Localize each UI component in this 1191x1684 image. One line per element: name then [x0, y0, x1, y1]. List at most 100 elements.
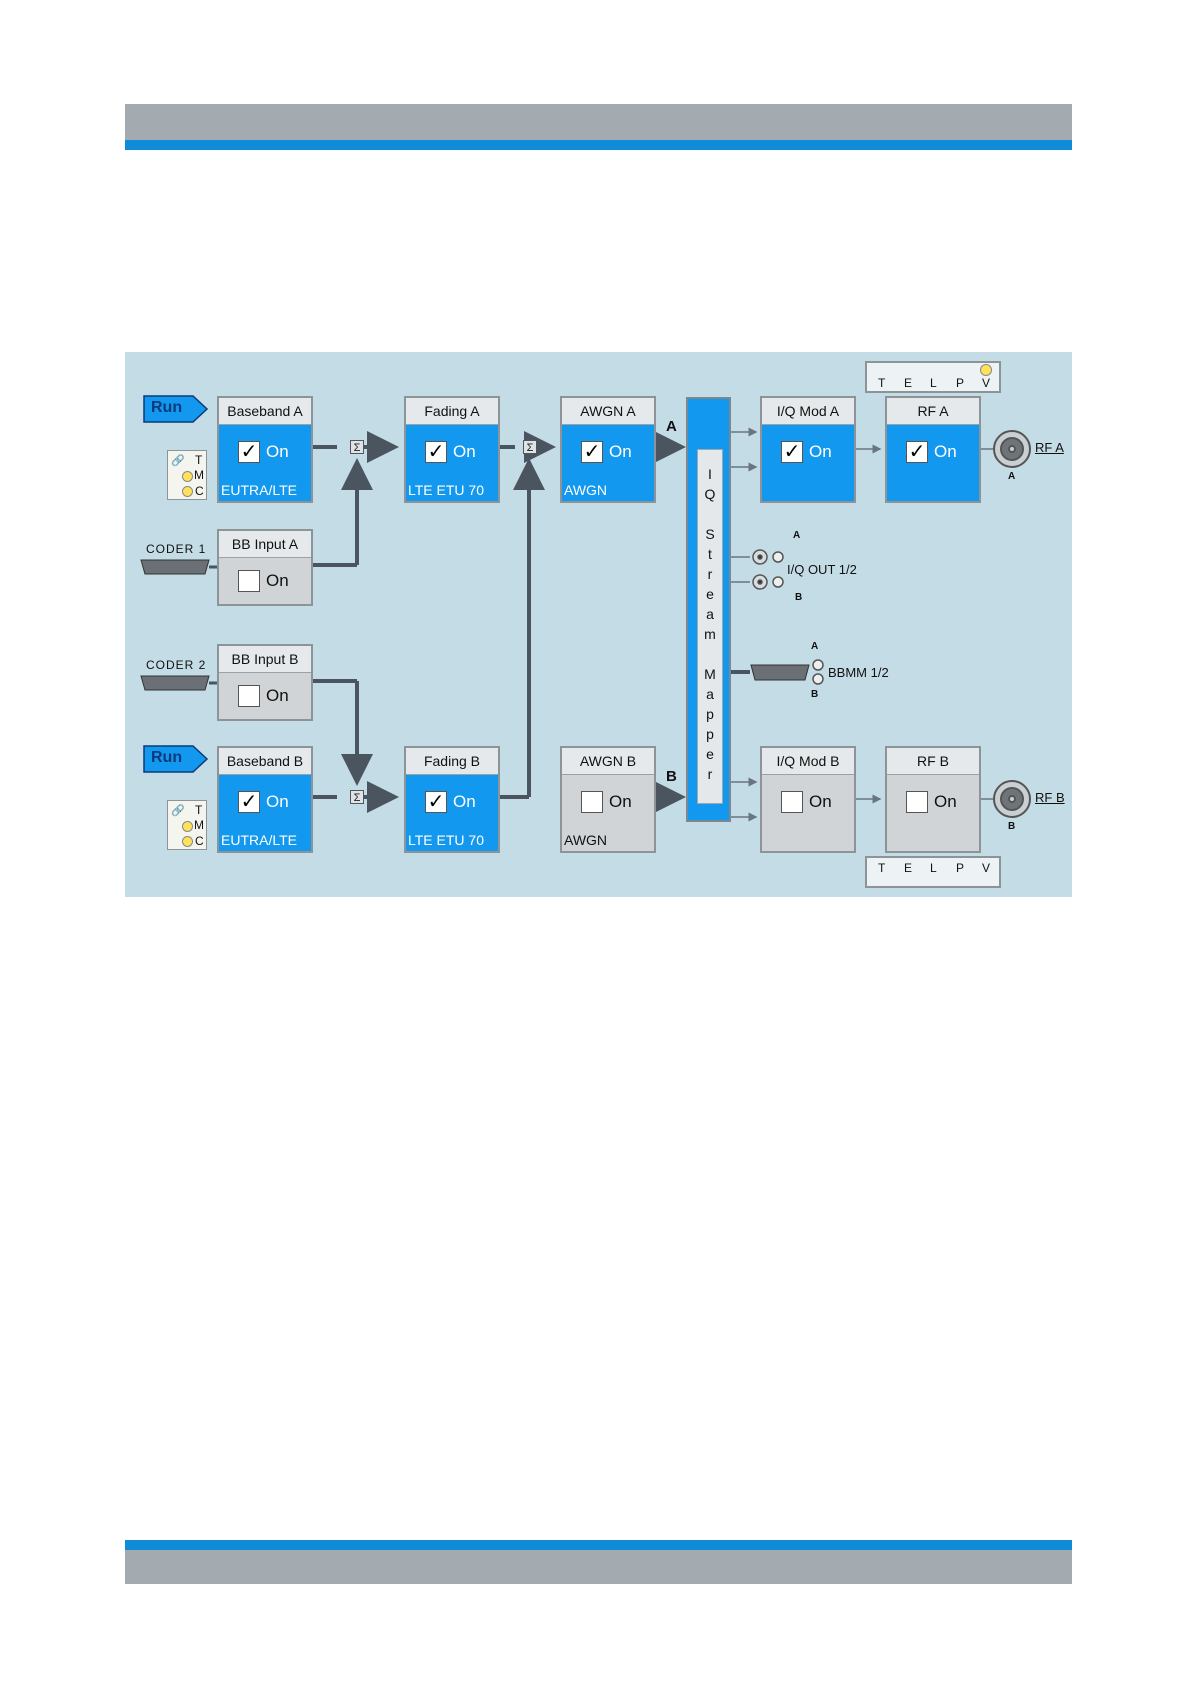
baseband-a-body[interactable]: ✓ On EUTRA/LTE [219, 425, 311, 501]
fading-a-title[interactable]: Fading A [406, 398, 498, 425]
rf-b-checkbox[interactable] [906, 791, 928, 813]
iq-mod-b-block[interactable]: I/Q Mod B On [760, 746, 856, 853]
fading-b-checkbox[interactable]: ✓ [425, 791, 447, 813]
marker-label: M [194, 818, 204, 832]
bb-input-a-title[interactable]: BB Input A [219, 531, 311, 558]
iq-mod-a-title[interactable]: I/Q Mod A [762, 398, 854, 425]
coder2-label: CODER 2 [146, 658, 207, 672]
iq-mod-b-checkbox[interactable] [781, 791, 803, 813]
baseband-b-checkbox[interactable]: ✓ [238, 791, 260, 813]
path-a-label: A [666, 418, 677, 435]
awgn-b-block[interactable]: AWGN B On AWGN [560, 746, 656, 853]
rf-b-block[interactable]: RF B On [885, 746, 981, 853]
fading-b-body[interactable]: ✓ On LTE ETU 70 [406, 775, 498, 851]
on-label: On [609, 792, 632, 811]
link-icon: 🔗 [171, 455, 185, 467]
baseband-b-title[interactable]: Baseband B [219, 748, 311, 775]
rf-a-title[interactable]: RF A [887, 398, 979, 425]
clock-label: C [195, 834, 204, 848]
iq-out-label[interactable]: I/Q OUT 1/2 [787, 562, 857, 577]
iq-stream-mapper[interactable]: I Q S t r e a m M a p p e r [686, 397, 731, 822]
bb-input-a-body[interactable]: On [219, 558, 311, 604]
trigger-marker-clock-b[interactable]: 🔗 T M C [167, 800, 207, 850]
sum-node-a: Σ [350, 440, 364, 454]
baseband-b-block[interactable]: Baseband B ✓ On EUTRA/LTE [217, 746, 313, 853]
trigger-marker-clock-a[interactable]: 🔗 T M C [167, 450, 207, 500]
baseband-a-block[interactable]: Baseband A ✓ On EUTRA/LTE [217, 396, 313, 503]
rf-b-connector-link[interactable]: RF B [1035, 790, 1065, 805]
bbmm-label[interactable]: BBMM 1/2 [828, 665, 889, 680]
page-footer-bar [125, 1540, 1072, 1584]
iq-stream-mapper-label[interactable]: I Q S t r e a m M a p p e r [697, 449, 723, 804]
on-label: On [934, 442, 957, 461]
fading-a-block[interactable]: Fading A ✓ On LTE ETU 70 [404, 396, 500, 503]
page-header-bar [125, 104, 1072, 150]
fading-b-profile: LTE ETU 70 [408, 832, 484, 848]
rf-b-title[interactable]: RF B [887, 748, 979, 775]
link-icon: 🔗 [171, 805, 185, 817]
fading-b-block[interactable]: Fading B ✓ On LTE ETU 70 [404, 746, 500, 853]
bb-input-a-checkbox[interactable] [238, 570, 260, 592]
awgn-b-title[interactable]: AWGN B [562, 748, 654, 775]
marker-indicator-icon [182, 471, 193, 482]
rf-b-body[interactable]: On [887, 775, 979, 851]
baseband-a-checkbox[interactable]: ✓ [238, 441, 260, 463]
sum-node-fading: Σ [523, 440, 537, 454]
status-indicators-b[interactable]: T E L P V [865, 856, 1001, 888]
baseband-b-body[interactable]: ✓ On EUTRA/LTE [219, 775, 311, 851]
marker-indicator-icon [182, 821, 193, 832]
iq-mod-a-body[interactable]: ✓ On [762, 425, 854, 501]
awgn-a-body[interactable]: ✓ On AWGN [562, 425, 654, 501]
fading-a-profile: LTE ETU 70 [408, 482, 484, 498]
run-button-a[interactable]: Run [143, 395, 209, 423]
on-label: On [266, 571, 289, 590]
indicator-v: V [982, 376, 991, 390]
marker-label: M [194, 468, 204, 482]
iq-mod-a-block[interactable]: I/Q Mod A ✓ On [760, 396, 856, 503]
awgn-a-sub: AWGN [564, 482, 608, 498]
fading-a-body[interactable]: ✓ On LTE ETU 70 [406, 425, 498, 501]
iq-mod-a-checkbox[interactable]: ✓ [781, 441, 803, 463]
trigger-label: T [195, 803, 203, 817]
bbmm-b-label: B [811, 689, 819, 700]
signal-lines [140, 427, 1031, 822]
bb-input-b-checkbox[interactable] [238, 685, 260, 707]
on-label: On [934, 792, 957, 811]
rf-a-body[interactable]: ✓ On [887, 425, 979, 501]
status-led-icon [980, 364, 992, 376]
clock-indicator-icon [182, 836, 193, 847]
sum-node-b: Σ [350, 790, 364, 804]
footer-accent-line [125, 1540, 1072, 1550]
fading-b-title[interactable]: Fading B [406, 748, 498, 775]
awgn-b-checkbox[interactable] [581, 791, 603, 813]
baseband-a-title[interactable]: Baseband A [219, 398, 311, 425]
iq-out-a-label: A [793, 530, 801, 541]
indicator-v: V [982, 861, 991, 875]
status-indicators-a[interactable]: T E L P V [865, 361, 1001, 393]
iq-out-b-label: B [795, 592, 803, 603]
iq-mod-b-body[interactable]: On [762, 775, 854, 851]
on-label: On [453, 792, 476, 811]
bb-input-b-body[interactable]: On [219, 673, 311, 719]
awgn-a-title[interactable]: AWGN A [562, 398, 654, 425]
run-button-b[interactable]: Run [143, 745, 209, 773]
on-label: On [266, 686, 289, 705]
awgn-a-block[interactable]: AWGN A ✓ On AWGN [560, 396, 656, 503]
clock-label: C [195, 484, 204, 498]
rf-a-block[interactable]: RF A ✓ On [885, 396, 981, 503]
baseband-b-standard: EUTRA/LTE [221, 832, 297, 848]
iq-mod-b-title[interactable]: I/Q Mod B [762, 748, 854, 775]
fading-a-checkbox[interactable]: ✓ [425, 441, 447, 463]
rf-a-checkbox[interactable]: ✓ [906, 441, 928, 463]
bb-input-b-title[interactable]: BB Input B [219, 646, 311, 673]
bb-input-b-block[interactable]: BB Input B On [217, 644, 313, 721]
rf-a-connector-link[interactable]: RF A [1035, 440, 1064, 455]
block-diagram: Run Run 🔗 T M C 🔗 T M C CODER 1 CODER 2 … [125, 352, 1072, 897]
indicator-e: E [904, 861, 913, 875]
awgn-a-checkbox[interactable]: ✓ [581, 441, 603, 463]
bb-input-a-block[interactable]: BB Input A On [217, 529, 313, 606]
run-label: Run [151, 749, 183, 766]
clock-indicator-icon [182, 486, 193, 497]
baseband-a-standard: EUTRA/LTE [221, 482, 297, 498]
awgn-b-body[interactable]: On AWGN [562, 775, 654, 851]
